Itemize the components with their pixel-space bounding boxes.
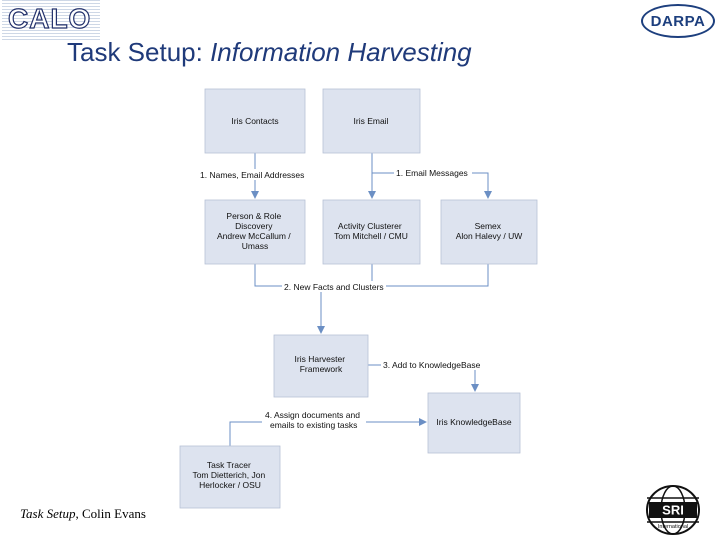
node-semex: Semex Alon Halevy / UW xyxy=(440,199,538,265)
node-person-role-line-4: Umass xyxy=(242,241,268,251)
node-person-role-line-3: Andrew McCallum / xyxy=(217,231,291,241)
node-iris-contacts-box xyxy=(204,88,306,154)
node-person-role-box xyxy=(204,199,306,265)
node-task-tracer-box xyxy=(179,445,281,509)
title-italic: Information Harvesting xyxy=(210,37,472,67)
edge-label-add-kb: 3. Add to KnowledgeBase xyxy=(383,360,481,370)
edge-label-5-bg xyxy=(262,409,366,430)
edge-label-3-line-1: 2. New Facts and Clusters xyxy=(284,282,384,292)
node-activity-clusterer-line-1: Activity Clusterer xyxy=(338,221,402,231)
node-person-role-line-2: Discovery xyxy=(235,221,273,231)
node-iris-contacts-line-1: Iris Contacts xyxy=(231,116,278,126)
footer-rest: , Colin Evans xyxy=(75,506,146,521)
title-plain: Task Setup: xyxy=(67,37,211,67)
node-task-tracer-line-3: Herlocker / OSU xyxy=(199,480,261,490)
node-activity-clusterer: Activity Clusterer Tom Mitchell / CMU xyxy=(322,199,421,265)
edge-label-2-bg xyxy=(394,167,472,178)
node-task-tracer-line-1: Task Tracer xyxy=(207,460,251,470)
darpa-logo-text: DARPA xyxy=(650,12,706,30)
node-semex-line-2: Alon Halevy / UW xyxy=(456,231,523,241)
node-iris-harvester: Iris Harvester Framework xyxy=(273,334,369,398)
node-person-role-discovery: Person & Role Discovery Andrew McCallum … xyxy=(204,199,306,265)
diagram-edge-labels: 1. Names, Email Addresses 1. Email Messa… xyxy=(198,167,487,430)
svg-text:SRI: SRI xyxy=(662,503,684,518)
globe-icon: SRI International xyxy=(646,485,700,535)
edge-label-1-line-1: 1. Names, Email Addresses xyxy=(200,170,304,180)
node-iris-contacts-label: Iris Contacts xyxy=(231,116,278,126)
edge-label-2-line-1: 1. Email Messages xyxy=(396,168,468,178)
node-iris-harvester-box xyxy=(273,334,369,398)
calo-logo-text: CALO xyxy=(7,2,92,34)
edge-label-4-bg xyxy=(381,359,487,370)
node-iris-email-line-1: Iris Email xyxy=(354,116,389,126)
footer-credit: Task Setup, Colin Evans xyxy=(20,506,146,522)
node-iris-harvester-label: Iris Harvester Framework xyxy=(295,354,348,374)
edge-label-5-line-2: emails to existing tasks xyxy=(270,420,357,430)
edge-label-4-line-1: 3. Add to KnowledgeBase xyxy=(383,360,481,370)
sri-logo: SRI International xyxy=(646,485,700,535)
calo-logo-stripes xyxy=(2,0,100,40)
node-iris-email: Iris Email xyxy=(322,88,421,154)
node-task-tracer: Task Tracer Tom Dietterich, Jon Herlocke… xyxy=(179,445,281,509)
node-iris-harvester-line-1: Iris Harvester xyxy=(295,354,346,364)
edge-label-email-messages: 1. Email Messages xyxy=(396,168,468,178)
node-iris-email-box xyxy=(322,88,421,154)
node-task-tracer-line-2: Tom Dietterich, Jon xyxy=(192,470,265,480)
node-person-role-line-1: Person & Role xyxy=(226,211,281,221)
edge-label-names-emails: 1. Names, Email Addresses xyxy=(200,170,304,180)
node-activity-clusterer-box xyxy=(322,199,421,265)
edge-label-assign-docs: 4. Assign documents and emails to existi… xyxy=(265,410,362,430)
node-semex-line-1: Semex xyxy=(475,221,502,231)
node-semex-box xyxy=(440,199,538,265)
node-task-tracer-label: Task Tracer Tom Dietterich, Jon Herlocke… xyxy=(192,460,267,490)
svg-text:International: International xyxy=(658,524,688,530)
calo-logo: CALO xyxy=(2,0,100,40)
node-person-role-label: Person & Role Discovery Andrew McCallum … xyxy=(217,211,293,251)
node-iris-contacts: Iris Contacts xyxy=(204,88,306,154)
edge-label-1-bg xyxy=(198,169,310,180)
node-iris-knowledgebase-line-1: Iris KnowledgeBase xyxy=(436,417,511,427)
node-semex-label: Semex Alon Halevy / UW xyxy=(456,221,523,241)
node-iris-knowledgebase-label: Iris KnowledgeBase xyxy=(436,417,511,427)
node-iris-harvester-line-2: Framework xyxy=(300,364,343,374)
diagram-nodes: Iris Contacts Iris Email Person & Role D… xyxy=(179,88,538,509)
node-activity-clusterer-line-2: Tom Mitchell / CMU xyxy=(334,231,408,241)
node-iris-email-label: Iris Email xyxy=(354,116,389,126)
node-activity-clusterer-label: Activity Clusterer Tom Mitchell / CMU xyxy=(334,221,408,241)
node-iris-knowledgebase: Iris KnowledgeBase xyxy=(427,392,521,454)
edge-label-3-bg xyxy=(282,281,386,292)
edge-label-5-line-1: 4. Assign documents and xyxy=(265,410,360,420)
darpa-logo: DARPA xyxy=(641,4,715,38)
footer-italic: Task Setup xyxy=(20,506,76,521)
edge-label-new-facts: 2. New Facts and Clusters xyxy=(284,282,384,292)
page-title: Task Setup: Information Harvesting xyxy=(67,36,472,68)
node-iris-knowledgebase-box xyxy=(427,392,521,454)
